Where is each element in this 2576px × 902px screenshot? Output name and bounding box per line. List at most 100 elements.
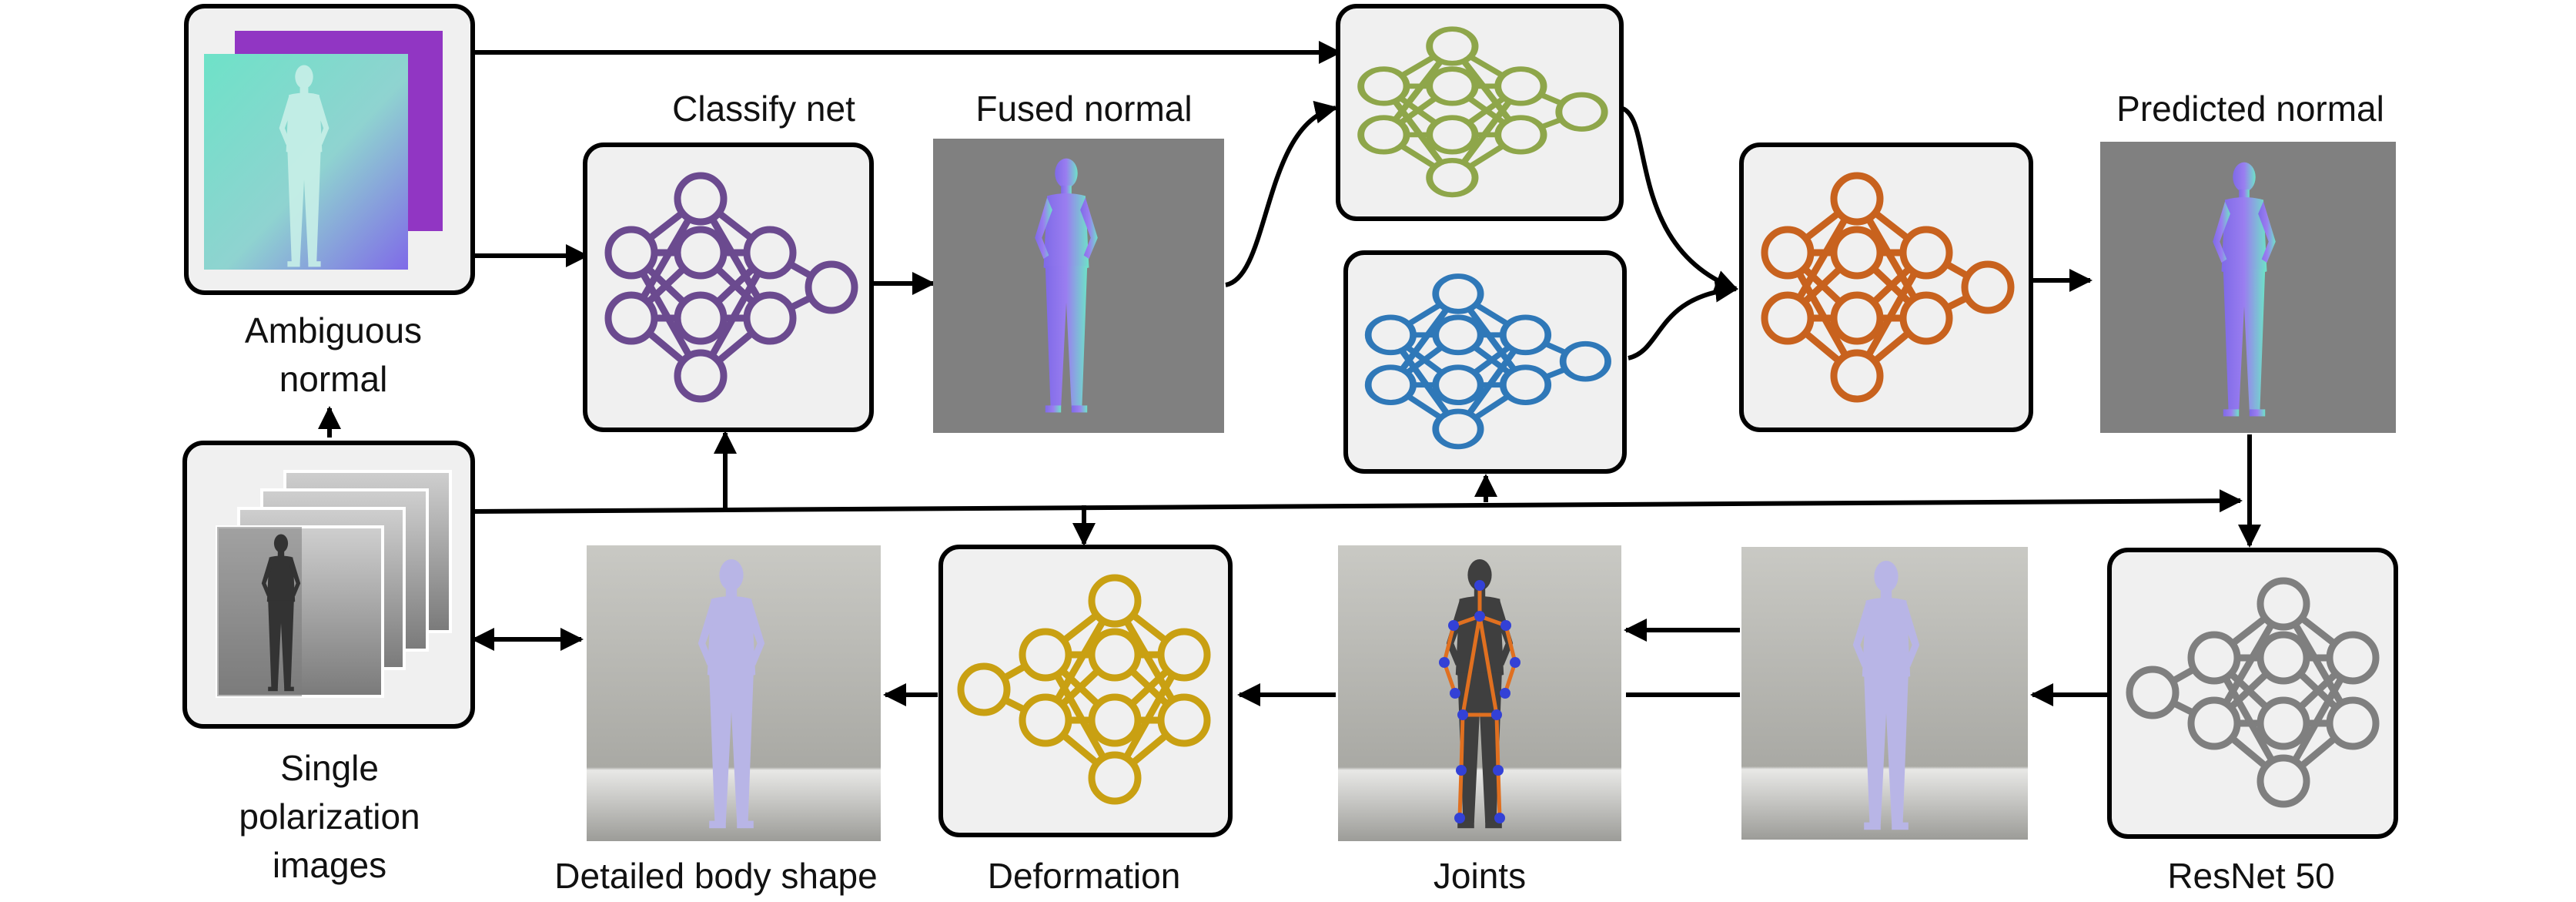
- network-node: [1088, 693, 1142, 747]
- neural-network-icon: [1364, 273, 1611, 450]
- network-node: [1157, 628, 1211, 682]
- joint-skeleton: [1439, 580, 1521, 823]
- network-node: [1088, 628, 1142, 682]
- network-node: [2257, 696, 2310, 750]
- single-label-2: polarization: [239, 796, 420, 837]
- predicted-normal-image: [2100, 142, 2396, 433]
- network-node: [1432, 273, 1484, 314]
- arrow-fused-to-green-net: [1225, 100, 1338, 287]
- neural-network-icon: [1761, 172, 2015, 403]
- network-node: [1555, 92, 1608, 132]
- joint-point: [1500, 688, 1510, 699]
- network-node: [2257, 577, 2310, 631]
- joint-point: [1450, 688, 1460, 699]
- network-node: [2326, 631, 2380, 685]
- network-node: [674, 226, 728, 280]
- joint-point: [1454, 813, 1465, 823]
- network-node: [1559, 340, 1611, 382]
- network-node: [1830, 291, 1884, 345]
- network-node: [1157, 693, 1211, 747]
- network-node: [1426, 115, 1479, 155]
- fusion-net: [1739, 143, 2033, 432]
- green-net: [1336, 4, 1624, 221]
- skeleton-bone: [1496, 770, 1502, 819]
- neural-network-icon: [957, 574, 1211, 805]
- joint-point: [1456, 765, 1467, 776]
- network-node: [1364, 314, 1417, 356]
- skeleton-bone: [1457, 770, 1464, 819]
- network-node: [2126, 666, 2180, 719]
- network-node: [674, 172, 728, 226]
- network-node: [1499, 314, 1552, 356]
- network-node: [1830, 349, 1884, 403]
- network-node: [1364, 364, 1417, 405]
- network-node: [1426, 66, 1479, 106]
- skeleton-bone: [1477, 615, 1499, 716]
- network-node: [2326, 696, 2380, 750]
- network-node: [1830, 226, 1884, 280]
- deformation-net: [938, 545, 1233, 837]
- joint-point: [1494, 813, 1505, 823]
- joint-point: [1474, 580, 1485, 591]
- classify-net: [583, 143, 874, 432]
- skeleton-bone: [1494, 714, 1500, 771]
- skeleton-bone: [1442, 662, 1457, 694]
- skeleton-bone: [1442, 625, 1456, 663]
- joint-point: [1500, 620, 1511, 631]
- line-single-to-predicted: [473, 489, 2243, 514]
- network-node: [1432, 314, 1484, 356]
- network-node: [604, 291, 658, 345]
- network-node: [1899, 226, 1953, 280]
- neural-network-icon: [604, 172, 858, 403]
- network-node: [743, 291, 797, 345]
- network-node: [957, 662, 1011, 716]
- deformation-label: Deformation: [988, 856, 1181, 896]
- joint-point: [1457, 709, 1468, 720]
- joint-point: [1439, 657, 1450, 668]
- joint-point: [1448, 620, 1459, 631]
- network-node: [2187, 696, 2241, 750]
- arrow-green-to-fusion-net: [1619, 106, 1738, 293]
- joint-point: [1493, 765, 1504, 776]
- network-node: [1830, 172, 1884, 226]
- network-node: [1019, 628, 1072, 682]
- skeleton-bone: [1459, 714, 1465, 771]
- skeleton-bone: [1504, 625, 1517, 663]
- network-node: [2257, 754, 2310, 808]
- ambiguous-normal-label-1: Ambiguous: [245, 310, 422, 350]
- arrow-blue-to-fusion-net: [1628, 279, 1738, 360]
- network-node: [1426, 158, 1479, 198]
- network-node: [1494, 66, 1547, 106]
- fused-normal-image: [933, 139, 1224, 433]
- network-node: [1357, 115, 1410, 155]
- resnet50-label: ResNet 50: [2167, 856, 2334, 896]
- single-label-3: images: [273, 845, 386, 885]
- network-node: [1494, 115, 1547, 155]
- single-label-1: Single: [280, 748, 379, 788]
- network-node: [1961, 260, 2015, 314]
- network-node: [674, 291, 728, 345]
- network-node: [1499, 364, 1552, 405]
- detailed-body-shape-image: [587, 545, 881, 841]
- network-node: [1432, 364, 1484, 405]
- network-node: [2187, 631, 2241, 685]
- joints-label: Joints: [1434, 856, 1526, 896]
- network-node: [805, 260, 858, 314]
- network-node: [674, 349, 728, 403]
- network-node: [1761, 226, 1815, 280]
- single-polarization-images-panel: [182, 441, 475, 729]
- resnet50-net: [2107, 548, 2398, 839]
- network-node: [1426, 26, 1479, 66]
- skeleton-bone: [1460, 615, 1482, 716]
- classify-net-label: Classify net: [672, 89, 855, 129]
- network-node: [1088, 574, 1142, 628]
- network-node: [604, 226, 658, 280]
- network-node: [1019, 693, 1072, 747]
- neural-network-icon: [1357, 26, 1608, 198]
- network-node: [1761, 291, 1815, 345]
- connectors: [318, 41, 2261, 706]
- network-node: [1357, 66, 1410, 106]
- network-node: [2257, 631, 2310, 685]
- fused-normal-label: Fused normal: [975, 89, 1192, 129]
